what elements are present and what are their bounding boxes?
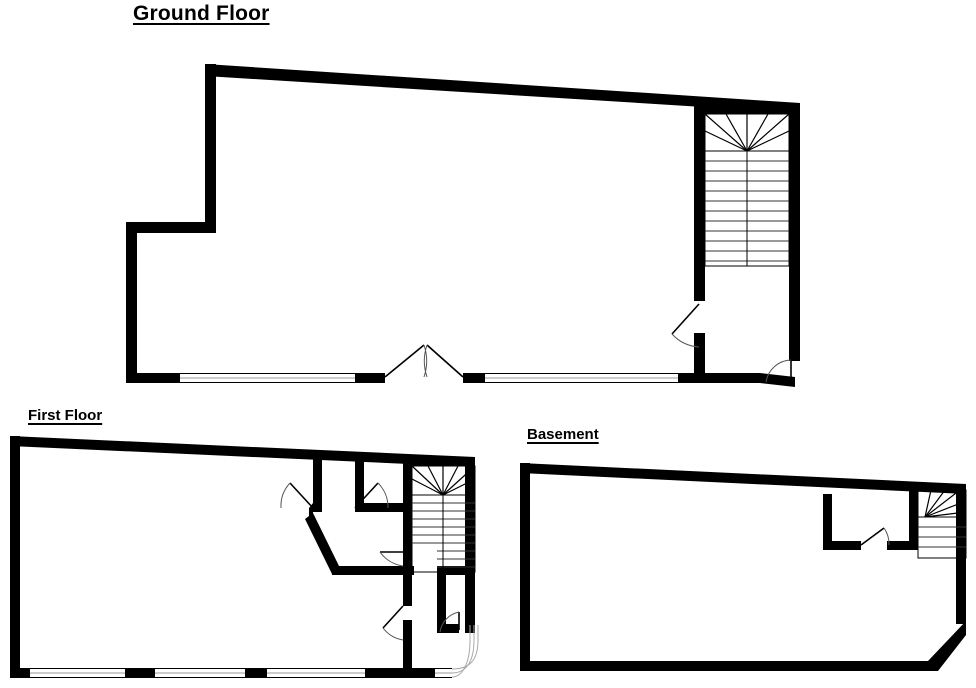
stair-winder-fan (704, 113, 790, 152)
basement-walls (520, 463, 966, 671)
ground-floor-double-door (384, 344, 464, 378)
basement-staircase (917, 489, 967, 559)
first-floor-door-hall-right (379, 551, 404, 567)
first-floor-title: First Floor (28, 407, 103, 424)
first-floor-door-upper-right-room (354, 482, 389, 509)
ground-floor-staircase (704, 113, 790, 267)
first-floor-window-run (30, 668, 452, 678)
first-floor-door-small-room (439, 611, 460, 633)
basement-store-room-door (860, 527, 890, 546)
basement-title: Basement (527, 426, 599, 443)
ground-floor-window-bottom-left (180, 373, 355, 383)
stair-treads (918, 526, 966, 548)
first-floor-staircase (411, 465, 476, 573)
ground-floor-title: Ground Floor (133, 2, 270, 25)
first-floor-door-upper-left-room (280, 482, 314, 509)
first-floor-door-lower-hall (382, 605, 404, 641)
ground-floor-window-bottom-right (485, 373, 678, 383)
ground-floor-walls (126, 64, 800, 387)
first-floor-curved-bay-window (451, 625, 479, 678)
ground-floor-stair-hall-door (671, 303, 700, 348)
stair-winder-fan (924, 489, 967, 518)
ground-floor-bottom-right-door (765, 359, 792, 385)
stair-winder-fan (411, 465, 476, 496)
first-floor-walls (10, 436, 475, 678)
